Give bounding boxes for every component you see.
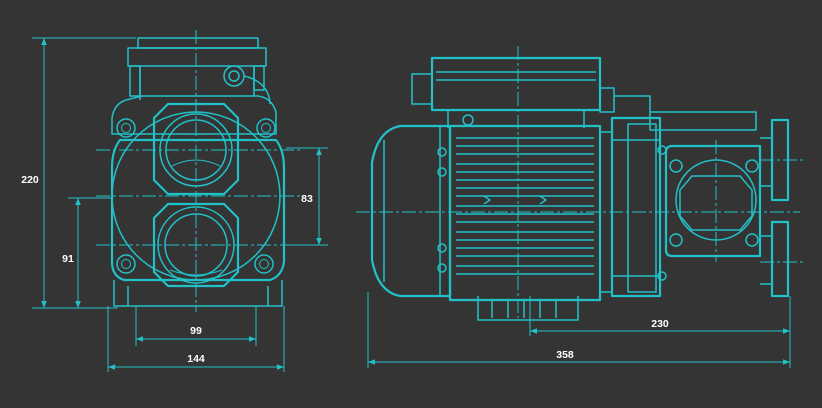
side-base-foot — [477, 296, 579, 321]
pump-side-view — [356, 46, 806, 321]
side-motor-fins — [448, 124, 613, 302]
dim-label-220: 220 — [21, 174, 39, 186]
dim-label-144: 144 — [187, 353, 205, 365]
front-cable-gland — [223, 65, 271, 105]
front-base-foot — [113, 280, 283, 307]
side-motor-end-cap — [370, 124, 452, 298]
side-bolts — [437, 114, 474, 273]
side-pump-housing — [610, 116, 667, 298]
front-terminal-box — [127, 37, 267, 100]
dim-label-91: 91 — [62, 253, 74, 265]
pump-front-view — [96, 30, 300, 312]
side-dimensions: 230 358 — [367, 292, 791, 368]
dim-label-99: 99 — [190, 325, 202, 337]
dim-label-230: 230 — [651, 318, 669, 330]
front-center-lines — [96, 30, 300, 312]
side-flange-block — [649, 111, 762, 258]
dim-label-358: 358 — [556, 349, 574, 361]
front-dimensions: 220 91 83 99 144 — [21, 37, 328, 372]
front-bolts — [116, 118, 276, 274]
side-center-lines — [356, 46, 806, 318]
dim-label-83: 83 — [301, 193, 313, 205]
front-upper-housing — [111, 95, 277, 135]
side-outlet-tubes — [760, 118, 790, 298]
